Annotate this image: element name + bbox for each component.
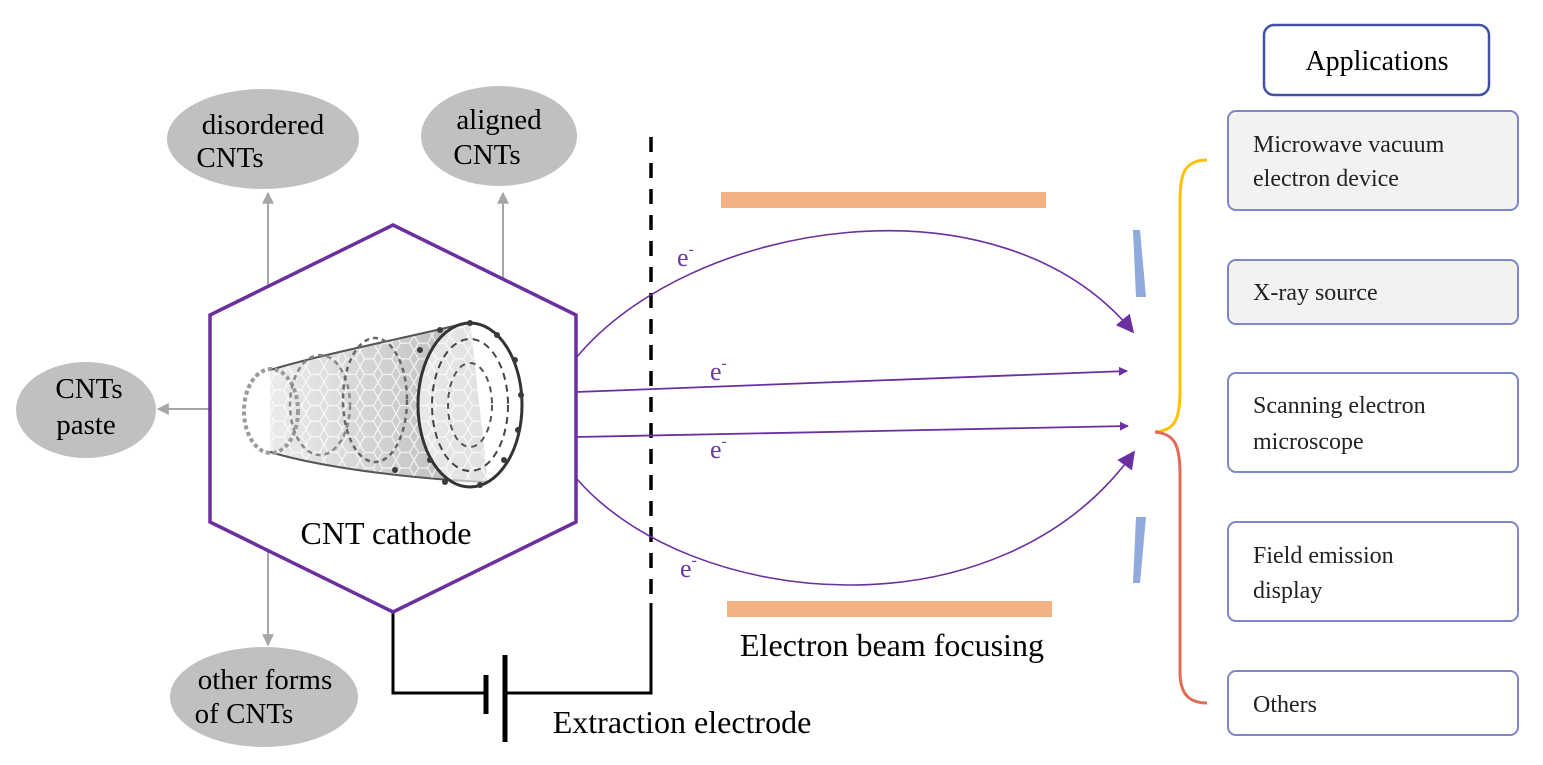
- app-item-xray: X-ray source: [1227, 259, 1519, 325]
- electron-label-4: e-: [680, 552, 697, 583]
- trajectory-upper-curve: [575, 229, 1135, 359]
- carbon-nanotube-icon: [242, 320, 524, 489]
- app-item-line2: microscope: [1253, 429, 1364, 455]
- cnt-form-disordered: disordered CNTs: [167, 89, 359, 189]
- deflector-bottom: [1133, 517, 1146, 583]
- electron-label-2: e-: [710, 355, 727, 386]
- electron-trajectories: [575, 229, 1136, 586]
- cathode-label: CNT cathode: [301, 515, 472, 551]
- app-item-sem: Scanning electron microscope: [1227, 372, 1519, 473]
- extraction-label: Extraction electrode: [553, 704, 812, 740]
- oval-label-line2: paste: [56, 409, 116, 441]
- brace-top: [1154, 158, 1208, 434]
- oval-label-line2: CNTs: [453, 139, 520, 171]
- circuit-wire-left: [391, 612, 486, 695]
- app-item-line2: display: [1253, 578, 1322, 604]
- app-item-line1: Others: [1253, 692, 1317, 718]
- circuit-wire-right: [505, 603, 653, 695]
- cnt-form-aligned: aligned CNTs: [421, 86, 577, 186]
- oval-label-line2: CNTs: [196, 142, 263, 174]
- deflector-top: [1133, 230, 1146, 297]
- oval-label-line1: other forms: [198, 664, 333, 696]
- trajectory-lower-curve: [575, 450, 1136, 586]
- app-item-line1: X-ray source: [1253, 280, 1378, 306]
- brace-bottom: [1154, 430, 1208, 705]
- trajectory-straight-1: [575, 366, 1128, 393]
- app-item-fed: Field emission display: [1227, 521, 1519, 622]
- oval-label-line1: CNTs: [55, 373, 122, 405]
- oval-label-line1: aligned: [456, 104, 542, 136]
- app-item-line2: electron device: [1253, 166, 1399, 192]
- cnt-form-other: other forms of CNTs: [170, 647, 358, 747]
- app-item-others: Others: [1227, 670, 1519, 736]
- app-item-line1: Scanning electron: [1253, 393, 1426, 419]
- electron-label-1: e-: [677, 241, 694, 272]
- cnt-form-paste: CNTs paste: [16, 362, 156, 458]
- extraction-circuit: [391, 603, 653, 742]
- electron-label-3: e-: [710, 433, 727, 464]
- oval-label-line1: disordered: [202, 109, 325, 141]
- app-item-line1: Microwave vacuum: [1253, 132, 1445, 158]
- app-item-microwave: Microwave vacuum electron device: [1227, 110, 1519, 211]
- cnt-form-arrows: [156, 191, 509, 647]
- trajectory-straight-2: [575, 421, 1129, 438]
- app-item-line1: Field emission: [1253, 543, 1394, 569]
- applications-title: Applications: [1305, 46, 1448, 77]
- oval-label-line2: of CNTs: [195, 698, 294, 730]
- focus-plate-top: [721, 192, 1046, 208]
- focus-plate-bottom: [727, 601, 1052, 617]
- applications-header: Applications: [1262, 23, 1491, 97]
- electron-labels: e- e- e- e-: [677, 241, 727, 583]
- focusing-label: Electron beam focusing: [740, 627, 1044, 663]
